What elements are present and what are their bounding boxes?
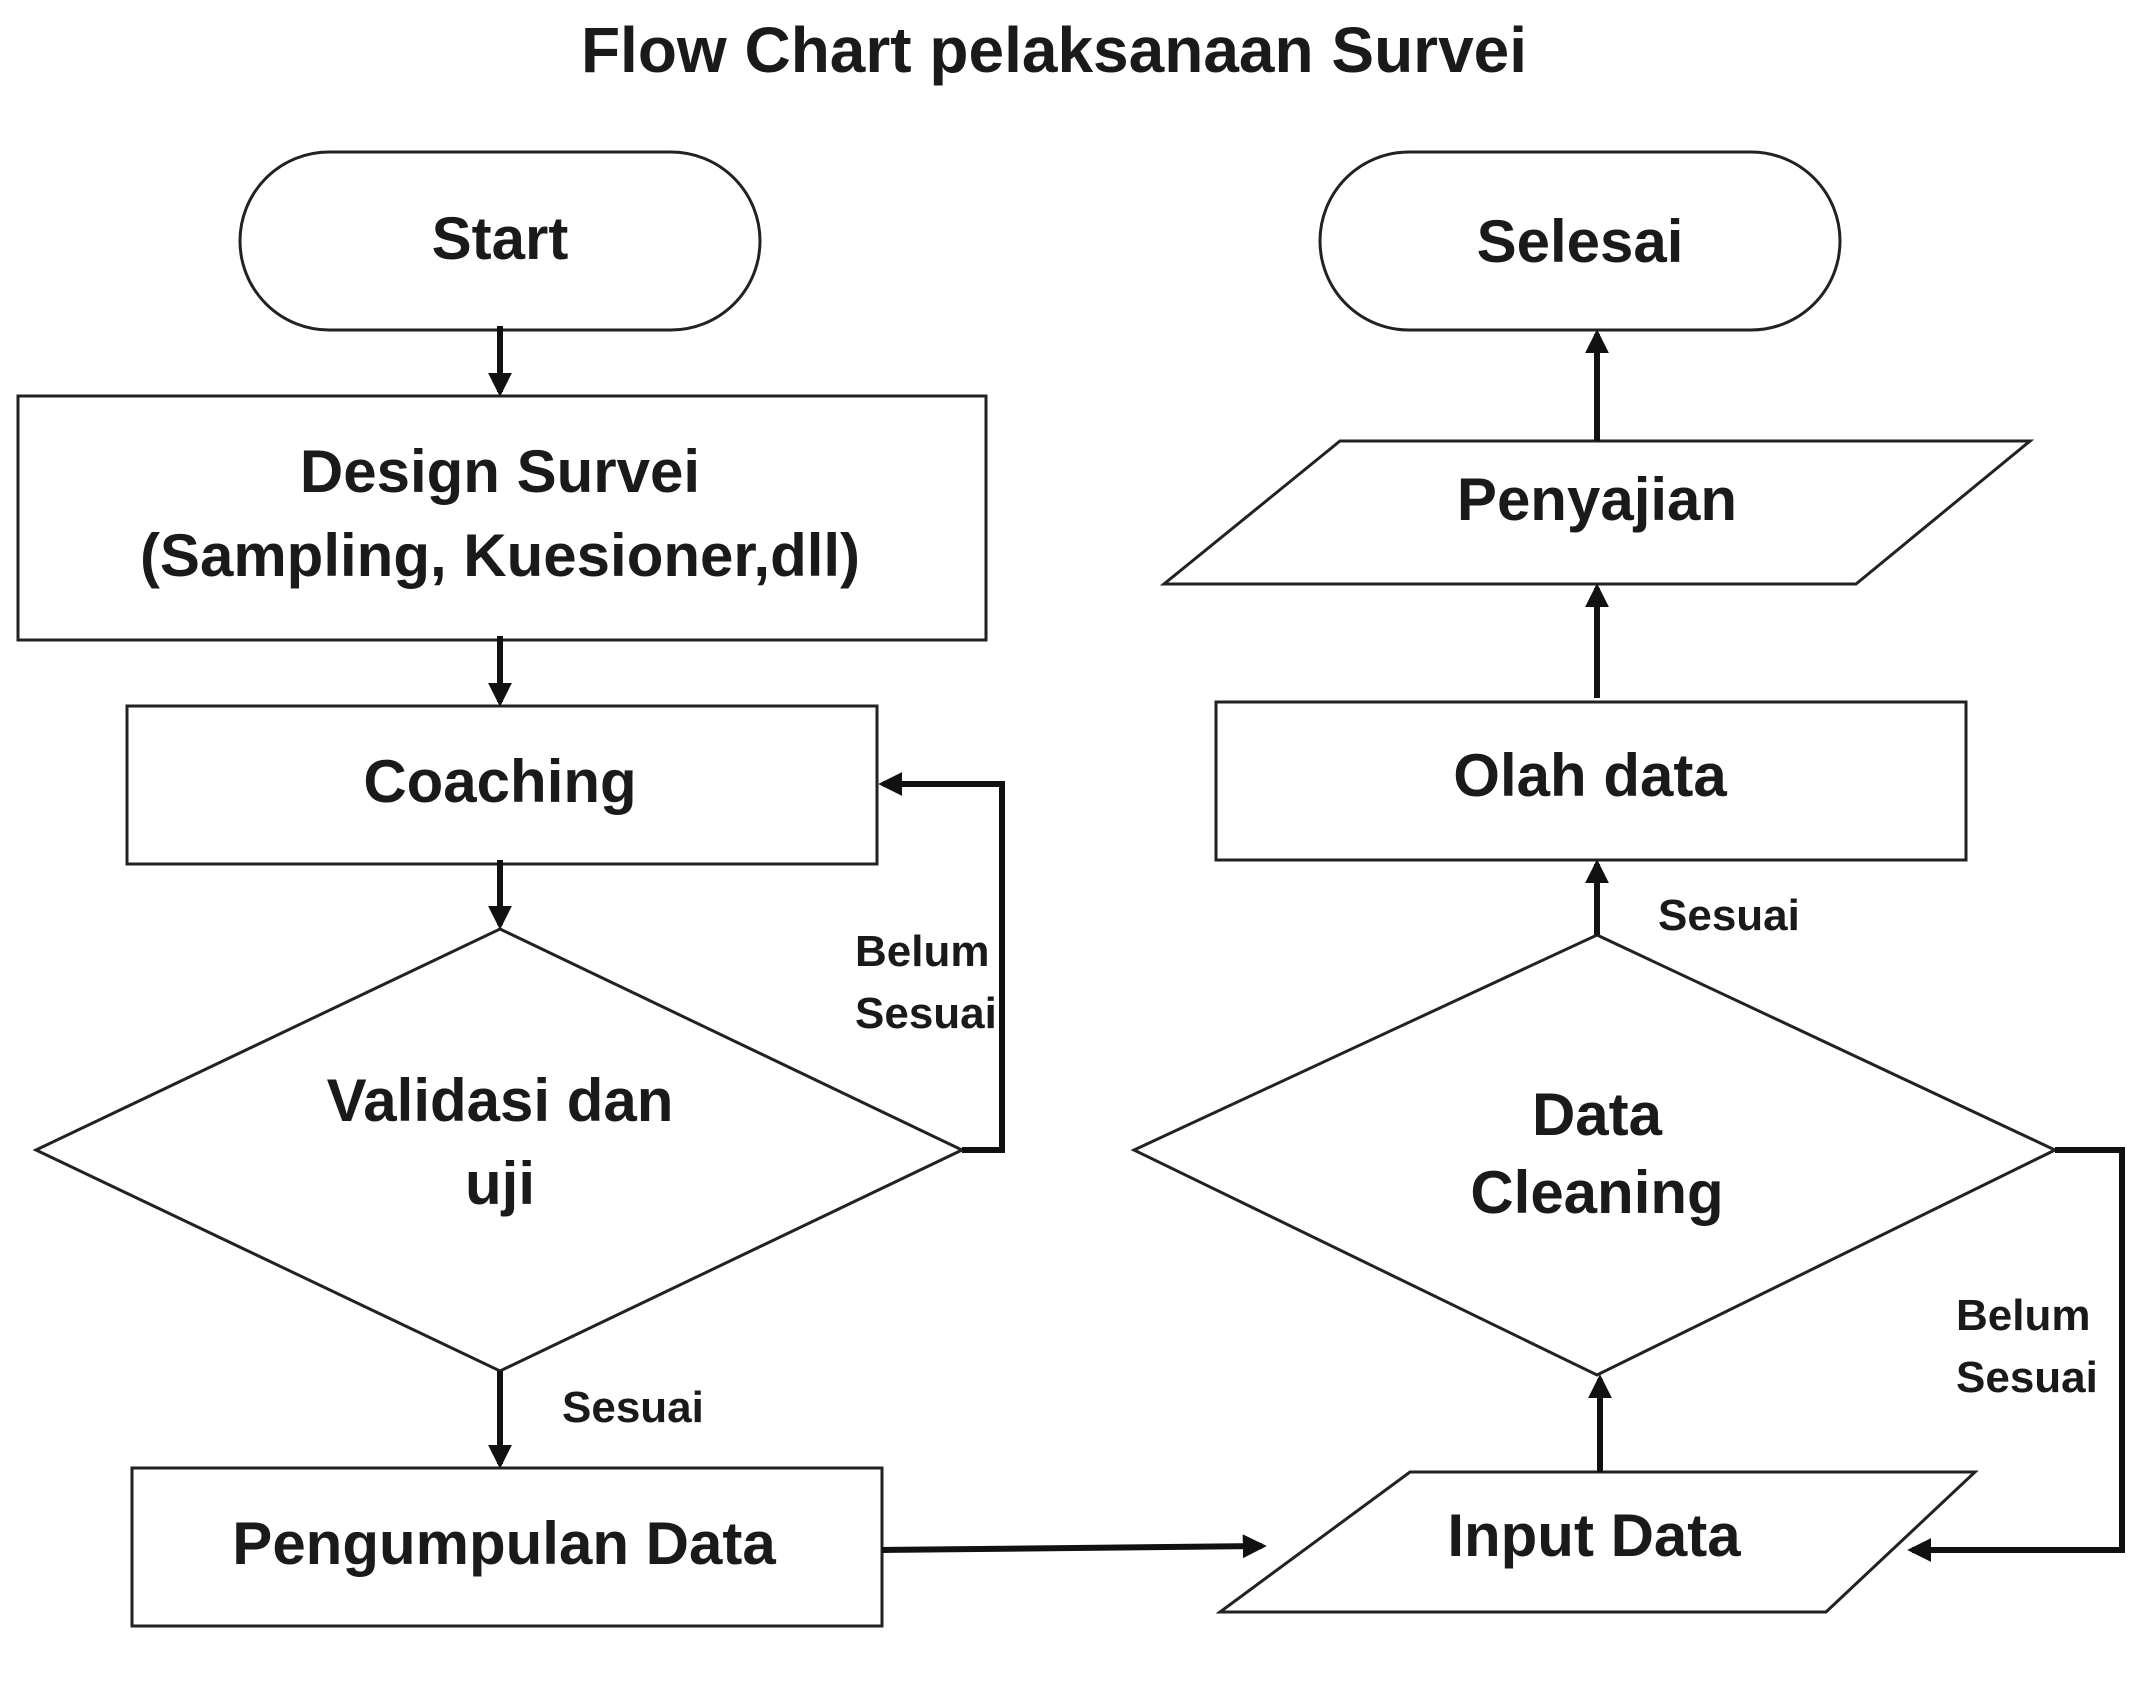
cleaning-no-label-line1: Belum: [1956, 1291, 2090, 1340]
start-label: Start: [432, 205, 569, 272]
pengumpulan-data-box: [130, 1466, 884, 1628]
coaching-label: Coaching: [363, 748, 636, 815]
arrow-pengumpulan-to-input: [881, 1534, 1267, 1559]
cleaning-yes-label: Sesuai: [1658, 891, 1800, 940]
validasi-yes-label: Sesuai: [562, 1383, 704, 1432]
validasi-no-label-line2: Sesuai: [855, 989, 997, 1038]
validasi-no-label: Belum Sesuai: [855, 927, 997, 1038]
pengumpulan-data-label: Pengumpulan Data: [232, 1510, 776, 1577]
cleaning-no-label-line2: Sesuai: [1956, 1353, 2098, 1402]
olah-data-box: [1214, 700, 1968, 862]
arrow-validasi-back-to-coaching: [878, 772, 1005, 1153]
diagram-title: Flow Chart pelaksanaan Survei: [581, 14, 1527, 86]
validasi-label-line1: Validasi dan: [327, 1067, 674, 1134]
selesai-terminator: [1318, 150, 1842, 332]
data-cleaning-label-line1: Data: [1532, 1081, 1663, 1148]
input-data-label: Input Data: [1447, 1502, 1741, 1569]
selesai-label: Selesai: [1477, 208, 1684, 275]
design-survei-label-line2: (Sampling, Kuesioner,dll): [140, 522, 860, 589]
olah-data-label: Olah data: [1453, 742, 1727, 809]
input-data-shape: [1215, 1470, 1979, 1614]
arrow-cleaning-back-to-input: [1907, 1147, 2125, 1562]
penyajian-data-shape: [1159, 439, 2035, 586]
validasi-label-line2: uji: [465, 1150, 535, 1217]
design-survei-label-line1: Design Survei: [300, 438, 700, 505]
data-cleaning-decision: [1130, 933, 2059, 1377]
validasi-no-label-line1: Belum: [855, 927, 989, 976]
penyajian-label: Penyajian: [1457, 466, 1737, 533]
data-cleaning-label-line2: Cleaning: [1470, 1159, 1723, 1226]
design-survei-box: [16, 394, 988, 642]
coaching-box: [125, 704, 879, 866]
